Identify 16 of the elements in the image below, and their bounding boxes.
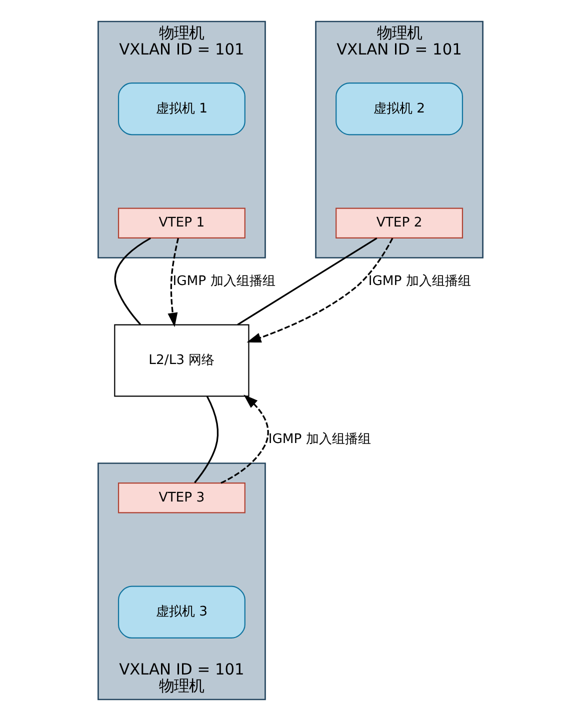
connector bbox=[194, 396, 219, 484]
node-box: 虚拟机 3 bbox=[118, 586, 246, 639]
arrow bbox=[220, 394, 269, 484]
node-box: VTEP 1 bbox=[118, 208, 246, 239]
edge-label: IGMP 加入组播组 bbox=[172, 274, 276, 289]
edge-label: IGMP 加入组播组 bbox=[268, 432, 371, 448]
node-box: 虚拟机 1 bbox=[118, 82, 246, 136]
connector bbox=[114, 237, 151, 326]
node-box: VTEP 2 bbox=[336, 208, 464, 239]
edge-label: IGMP 加入组播组 bbox=[368, 274, 471, 289]
connector bbox=[237, 237, 378, 326]
node-box: L2/L3 网络 bbox=[114, 324, 250, 397]
node-box: VTEP 3 bbox=[118, 482, 246, 514]
arrow bbox=[168, 238, 179, 328]
arrow bbox=[246, 238, 394, 342]
node-box: 虚拟机 2 bbox=[336, 82, 464, 136]
